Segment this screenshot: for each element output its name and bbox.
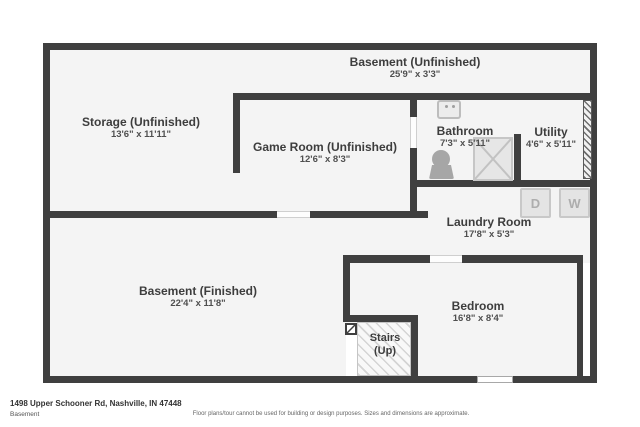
- footer-address: 1498 Upper Schooner Rd, Nashville, IN 47…: [10, 399, 182, 408]
- room-dims: 22'4" x 11'8": [170, 298, 226, 309]
- wall-bedroom-top-left: [343, 255, 430, 263]
- sink-faucet-dot: [445, 105, 448, 108]
- room-dims: 16'8" x 8'4": [452, 313, 504, 324]
- wall-exterior-right: [590, 43, 597, 383]
- stairs-door-diagonal: [347, 325, 355, 333]
- room-name: Basement (Unfinished): [349, 55, 481, 69]
- wall-bedroom-top-right: [462, 255, 583, 263]
- room-name: Utility: [534, 125, 568, 139]
- shower-icon: [473, 137, 513, 181]
- sink-icon: [437, 100, 461, 119]
- toilet-icon: [432, 150, 450, 168]
- wall-stairs-right: [411, 315, 418, 376]
- room-name: Basement (Finished): [138, 284, 258, 298]
- room-label-bedroom: Bedroom 16'8" x 8'4": [452, 299, 505, 325]
- wall-bedroom-right: [577, 255, 583, 376]
- gap-stairs-left-strip: [346, 335, 357, 376]
- room-dims: 13'6" x 11'11": [110, 129, 172, 140]
- room-dims: 7'3" x 5'11": [440, 138, 490, 149]
- wall-game-room-left: [233, 93, 240, 173]
- room-dims: (Up): [373, 345, 396, 357]
- room-dims: 17'8" x 5'3": [463, 229, 515, 240]
- utility-chase-hatch: [583, 100, 592, 179]
- room-name: Laundry Room: [446, 215, 532, 229]
- room-name: Bathroom: [436, 124, 494, 138]
- gap-bedroom-right-strip: [583, 263, 590, 376]
- wall-bathroom-left-upper: [410, 100, 417, 117]
- window-bottom: [477, 376, 513, 383]
- room-label-basement-finished: Basement (Finished) 22'4" x 11'8": [139, 284, 257, 310]
- room-label-laundry: Laundry Room 17'8" x 5'3": [447, 215, 532, 241]
- room-name: Storage (Unfinished): [81, 115, 201, 129]
- door-opening-bedroom: [430, 255, 462, 263]
- wall-storage-bottom: [43, 211, 277, 218]
- room-name: Game Room (Unfinished): [252, 140, 398, 154]
- room-name: Stairs: [369, 332, 401, 344]
- room-dims: 4'6" x 5'11": [526, 139, 576, 150]
- wall-bedroom-left: [343, 255, 350, 315]
- wall-bathroom-utility-divider: [514, 134, 521, 184]
- room-dims: 12'6" x 8'3": [299, 154, 351, 165]
- washer-box: W: [559, 188, 590, 218]
- room-label-basement-unfinished: Basement (Unfinished) 25'9" x 3'3": [350, 55, 481, 81]
- room-label-bathroom: Bathroom 7'3" x 5'11": [437, 124, 494, 150]
- wall-game-room-bottom: [310, 211, 428, 218]
- room-label-storage: Storage (Unfinished) 13'6" x 11'11": [82, 115, 200, 141]
- wall-exterior-top: [43, 43, 597, 50]
- footer-floor-label: Basement: [10, 411, 40, 418]
- stairs-hatch: [357, 322, 411, 376]
- room-name: Bedroom: [451, 299, 505, 313]
- room-label-stairs: Stairs (Up): [370, 332, 401, 358]
- wall-basement-strip-bottom: [233, 93, 597, 100]
- wall-stairs-top: [343, 315, 417, 322]
- wall-exterior-bottom: [43, 376, 597, 383]
- stairs-door-icon: [345, 323, 357, 335]
- toilet-base-icon: [429, 165, 454, 179]
- door-opening-basement-finished: [277, 211, 310, 218]
- room-dims: 25'9" x 3'3": [389, 69, 441, 80]
- footer-disclaimer: Floor plans/tour cannot be used for buil…: [192, 411, 470, 417]
- wall-bathroom-utility-bottom: [410, 180, 597, 187]
- shower-cross-lines: [475, 139, 511, 179]
- room-label-game-room: Game Room (Unfinished) 12'6" x 8'3": [253, 140, 397, 166]
- door-opening-bathroom: [410, 117, 417, 148]
- sink-faucet-dot: [452, 105, 455, 108]
- dryer-box: D: [520, 188, 551, 218]
- room-label-utility: Utility 4'6" x 5'11": [526, 125, 576, 151]
